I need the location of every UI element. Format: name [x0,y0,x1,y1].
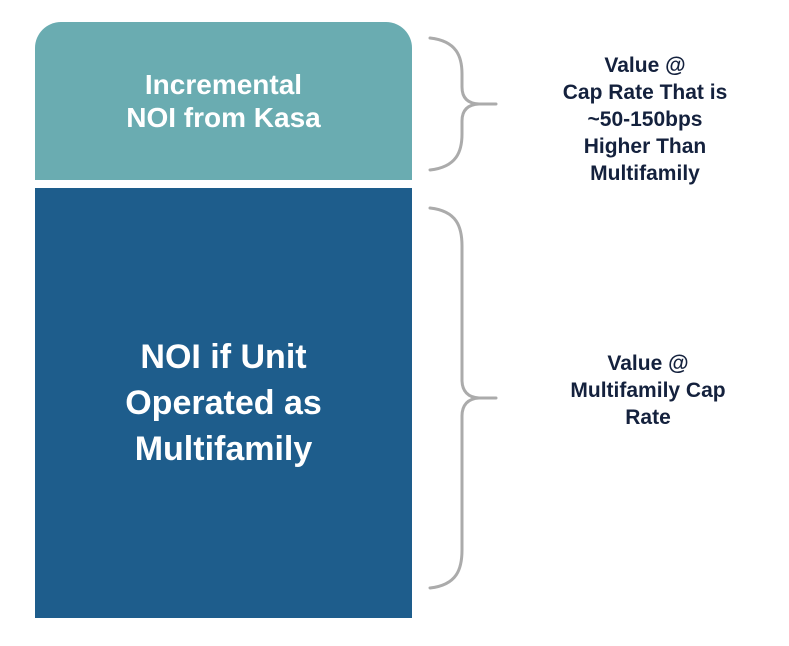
annotation-line: Multifamily Cap [570,379,726,402]
annotation-line: Higher Than [583,135,707,158]
annotation-line: Value @ [604,54,686,77]
annotation-multifamily-value: Value @ Multifamily Cap Rate [520,350,776,431]
block-label-line: Operated as [125,384,322,422]
block-incremental-noi: Incremental NOI from Kasa [35,22,412,180]
annotation-incremental-value: Value @ Cap Rate That is ~50-150bps High… [517,52,773,187]
annotation-line: ~50-150bps [587,108,703,131]
annotation-line: Value @ [607,352,689,375]
annotation-line: Cap Rate That is [562,81,728,104]
block-label-line: NOI if Unit [140,338,307,376]
block-multifamily-noi-label: NOI if Unit Operated as Multifamily [125,334,322,472]
annotation-line: Rate [625,406,671,429]
block-label-line: Multifamily [134,430,313,468]
block-label-line: NOI from Kasa [126,102,321,133]
brace-bottom-icon [428,206,498,590]
block-incremental-noi-label: Incremental NOI from Kasa [126,68,321,134]
block-label-line: Incremental [144,69,303,100]
annotation-line: Multifamily [590,162,700,185]
block-multifamily-noi: NOI if Unit Operated as Multifamily [35,188,412,618]
brace-top-icon [428,36,498,172]
